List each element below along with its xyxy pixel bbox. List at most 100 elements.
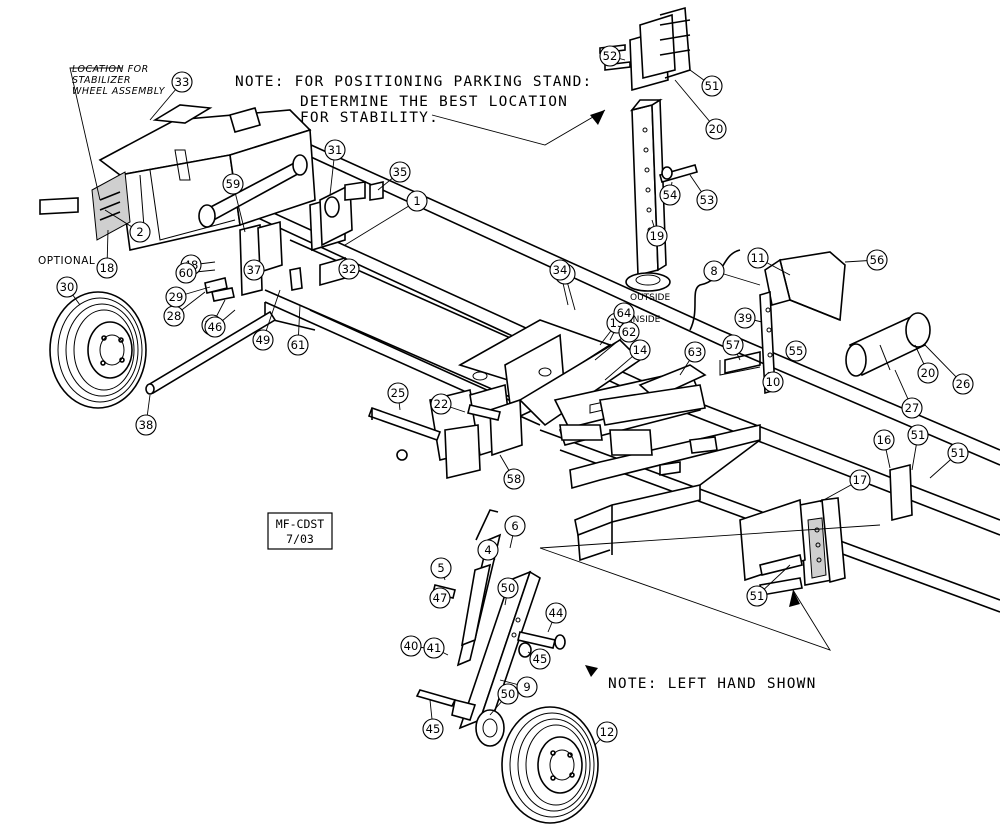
left-hand-note: NOTE: LEFT HAND SHOWN — [608, 676, 817, 692]
callout-label: 25 — [391, 386, 406, 400]
callout-51: 51 — [947, 442, 969, 464]
tool-box — [689, 249, 931, 395]
callout-46: 46 — [204, 316, 226, 338]
callout-59: 59 — [222, 173, 244, 195]
callout-label: 32 — [342, 262, 357, 276]
callout-label: 37 — [247, 263, 262, 277]
callout-30: 30 — [56, 276, 78, 298]
callout-58: 58 — [503, 468, 525, 490]
callout-27: 27 — [901, 397, 923, 419]
callout-label: 58 — [507, 472, 522, 486]
callout-50: 50 — [497, 577, 519, 599]
callout-47: 47 — [429, 587, 451, 609]
optional-label: OPTIONAL — [38, 255, 95, 267]
stabilizer-location-line-3: WHEEL ASSEMBLY — [72, 86, 166, 97]
callout-64: 64 — [613, 302, 635, 324]
callout-label: 27 — [905, 401, 920, 415]
callout-label: 20 — [709, 122, 724, 136]
right-end — [739, 463, 913, 596]
callout-label: 20 — [921, 366, 936, 380]
callout-4: 4 — [477, 539, 499, 561]
callout-label: 31 — [328, 143, 343, 157]
drawing-ref-line-1: MF-CDST — [276, 517, 325, 531]
callout-label: 62 — [622, 325, 637, 339]
callout-label: 18 — [100, 261, 115, 275]
parking-note-line-1: NOTE: FOR POSITIONING PARKING STAND: — [235, 74, 592, 90]
callout-label: 4 — [484, 543, 491, 557]
callout-5: 5 — [430, 557, 452, 579]
callout-49: 49 — [252, 329, 274, 351]
callout-63: 63 — [684, 341, 706, 363]
callout-label: 11 — [751, 251, 766, 265]
callout-61: 61 — [287, 334, 309, 356]
drawing-ref-box: MF-CDST 7/03 — [267, 512, 333, 550]
callout-label: 57 — [726, 338, 741, 352]
callout-54: 54 — [659, 184, 681, 206]
callout-28: 28 — [163, 305, 185, 327]
callout-20: 20 — [917, 362, 939, 384]
callout-label: 12 — [600, 725, 615, 739]
callout-18: 18 — [96, 257, 118, 279]
parking-note-line-3: FOR STABILITY. — [300, 110, 439, 126]
callout-label: 33 — [175, 75, 190, 89]
callout-38: 38 — [135, 414, 157, 436]
callout-label: 60 — [179, 266, 194, 280]
callout-2: 2 — [129, 221, 151, 243]
callout-53: 53 — [696, 189, 718, 211]
callout-label: 39 — [738, 311, 753, 325]
callout-55: 55 — [785, 340, 807, 362]
callout-label: 6 — [511, 519, 518, 533]
callout-39: 39 — [734, 307, 756, 329]
center-tongue — [367, 319, 718, 480]
callout-label: 38 — [139, 418, 154, 432]
callout-label: 29 — [169, 290, 184, 304]
callout-9: 9 — [516, 676, 538, 698]
callout-label: 22 — [434, 397, 449, 411]
callout-label: 44 — [549, 606, 564, 620]
callout-12: 12 — [596, 721, 618, 743]
gauge-wheel-assembly — [415, 509, 599, 824]
callout-label: 26 — [956, 377, 971, 391]
parking-note-line-2: DETERMINE THE BEST LOCATION — [300, 94, 568, 110]
callout-label: 50 — [501, 581, 516, 595]
callout-17: 17 — [849, 469, 871, 491]
callout-40: 40 — [400, 635, 422, 657]
callout-label: 35 — [393, 165, 408, 179]
callout-50: 50 — [497, 683, 519, 705]
callout-label: 49 — [256, 333, 271, 347]
callout-label: 28 — [167, 309, 182, 323]
callout-label: 19 — [650, 229, 665, 243]
callout-label: 52 — [603, 49, 618, 63]
callout-32: 32 — [338, 258, 360, 280]
callout-52: 52 — [599, 45, 621, 67]
callout-34: 34 — [549, 259, 571, 281]
callout-56: 56 — [866, 249, 888, 271]
callout-label: 51 — [911, 428, 926, 442]
callout-29: 29 — [165, 286, 187, 308]
callout-31: 31 — [324, 139, 346, 161]
callout-label: 40 — [404, 639, 419, 653]
callout-20: 20 — [705, 118, 727, 140]
callout-25: 25 — [387, 382, 409, 404]
callout-bubbles: 1245678910111213141617181920202122252627… — [56, 45, 974, 743]
notes: NOTE: FOR POSITIONING PARKING STAND: DET… — [38, 64, 817, 692]
drawing-ref-line-2: 7/03 — [286, 532, 314, 546]
callout-6: 6 — [504, 515, 526, 537]
callout-37: 37 — [243, 259, 265, 281]
callout-label: 2 — [136, 225, 143, 239]
callout-label: 56 — [870, 253, 885, 267]
callout-62: 62 — [618, 321, 640, 343]
callout-label: 16 — [877, 433, 892, 447]
callout-51: 51 — [701, 75, 723, 97]
callout-label: 64 — [617, 306, 632, 320]
callout-22: 22 — [430, 393, 452, 415]
hitch-assembly — [145, 180, 384, 395]
callout-label: 45 — [533, 652, 548, 666]
callout-label: 5 — [437, 561, 444, 575]
callout-14: 14 — [629, 339, 651, 361]
callout-57: 57 — [722, 334, 744, 356]
callout-16: 16 — [873, 429, 895, 451]
callout-33: 33 — [171, 71, 193, 93]
